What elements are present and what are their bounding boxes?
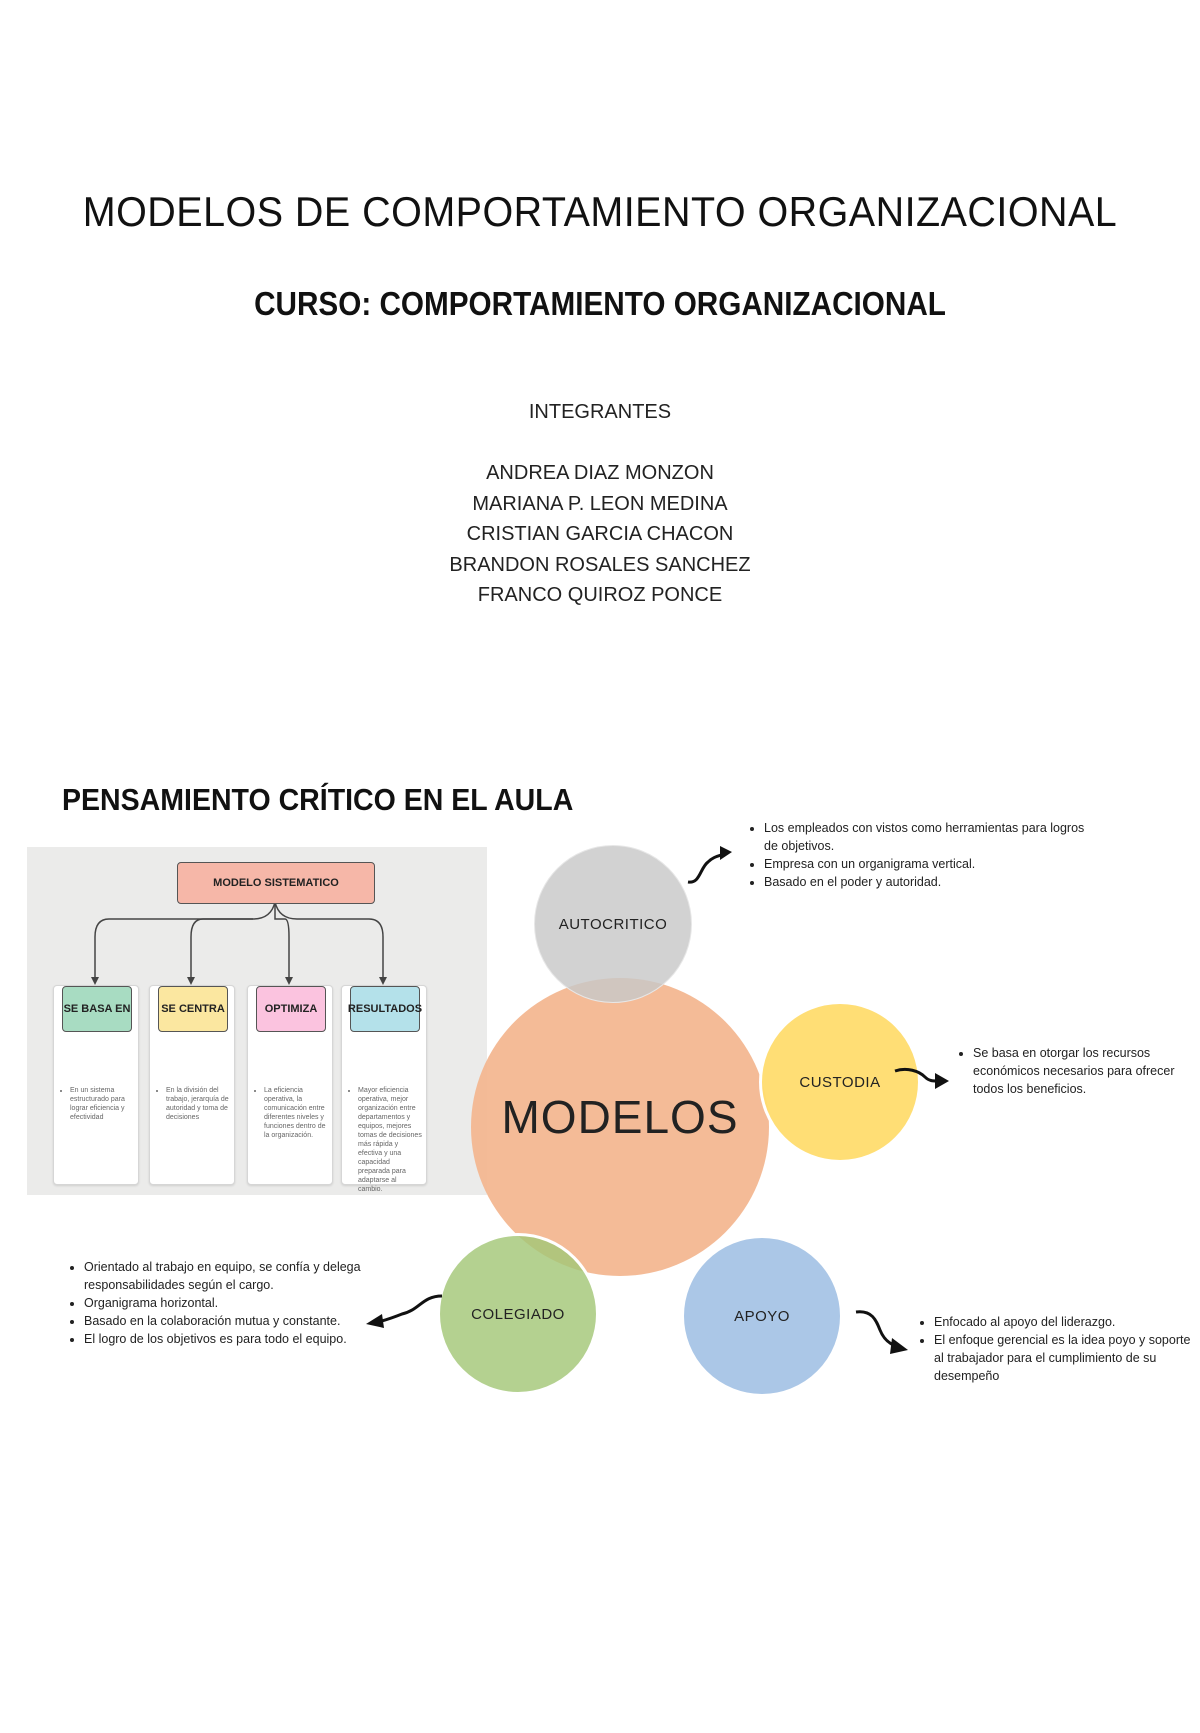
members-heading: INTEGRANTES [528,401,672,423]
document-title: MODELOS DE COMPORTAMIENTO ORGANIZACIONAL [82,188,1118,235]
arrow-autocritico [687,846,732,884]
members-list: ANDREA DIAZ MONZON MARIANA P. LEON MEDIN… [0,458,1200,611]
colegiado-label: COLEGIADO [471,1305,565,1323]
arrow-custodia [894,1067,949,1089]
custodia-label: CUSTODIA [799,1073,881,1091]
apoyo-label: APOYO [734,1307,790,1325]
card-notes: Mayor eficiencia operativa, mejor organi… [348,1086,422,1194]
note-item: Basado en el poder y autoridad. [764,873,1094,891]
card-note: En la división del trabajo, jerarquía de… [166,1086,230,1122]
course-title: CURSO: COMPORTAMIENTO ORGANIZACIONAL [254,285,946,322]
note-item: Enfocado al apoyo del liderazgo. [934,1313,1194,1331]
diagram-connectors [91,901,387,985]
card-header: SE CENTRA [158,986,228,1032]
note-item: Se basa en otorgar los recursos económic… [973,1044,1193,1098]
sistematico-card-se-basa-en: SE BASA EN En un sistema estructurado pa… [53,985,139,1185]
note-item: Orientado al trabajo en equipo, se confí… [84,1258,374,1294]
modelo-sistematico-box: MODELO SISTEMATICO [177,862,375,904]
member-name: MARIANA P. LEON MEDINA [472,492,728,515]
colegiado-notes: Orientado al trabajo en equipo, se confí… [66,1258,374,1348]
card-notes: En la división del trabajo, jerarquía de… [156,1086,230,1122]
note-item: Basado en la colaboración mutua y consta… [84,1312,374,1330]
member-name: BRANDON ROSALES SANCHEZ [449,553,751,576]
apoyo-circle: APOYO [681,1235,843,1397]
arrow-colegiado [366,1294,443,1328]
autocritico-notes: Los empleados con vistos como herramient… [746,819,1094,891]
card-notes: La eficiencia operativa, la comunicación… [254,1086,328,1140]
arrow-apoyo [855,1310,908,1354]
apoyo-notes: Enfocado al apoyo del liderazgo. El enfo… [916,1313,1194,1385]
card-notes: En un sistema estructurado para lograr e… [60,1086,134,1122]
sistematico-card-se-centra: SE CENTRA En la división del trabajo, je… [149,985,235,1185]
note-item: El logro de los objetivos es para todo e… [84,1330,374,1348]
card-note: La eficiencia operativa, la comunicación… [264,1086,328,1140]
colegiado-circle: COLEGIADO [437,1233,599,1395]
member-name: ANDREA DIAZ MONZON [486,462,714,484]
autocritico-circle: AUTOCRITICO [534,845,692,1003]
card-note: En un sistema estructurado para lograr e… [70,1086,134,1122]
note-item: Organigrama horizontal. [84,1294,374,1312]
custodia-circle: CUSTODIA [759,1001,921,1163]
custodia-notes: Se basa en otorgar los recursos económic… [955,1044,1193,1098]
sistematico-card-resultados: RESULTADOS Mayor eficiencia operativa, m… [341,985,427,1193]
note-item: Los empleados con vistos como herramient… [764,819,1094,855]
card-header: RESULTADOS [348,986,422,1032]
modelos-center-circle: MODELOS [471,978,769,1276]
member-name: FRANCO QUIROZ PONCE [477,584,723,606]
card-note: Mayor eficiencia operativa, mejor organi… [358,1086,422,1194]
note-item: Empresa con un organigrama vertical. [764,855,1094,873]
section-title: PENSAMIENTO CRÍTICO EN EL AULA [62,782,574,817]
card-header: OPTIMIZA [256,986,326,1032]
modelos-label: MODELOS [501,1091,739,1143]
note-item: El enfoque gerencial es la idea poyo y s… [934,1331,1194,1385]
modelo-sistematico-diagram: MODELO SISTEMATICO SE BASA EN En un sist… [27,847,487,1195]
autocritico-label: AUTOCRITICO [558,915,668,933]
card-header: SE BASA EN [62,986,132,1032]
member-name: CRISTIAN GARCIA CHACON [466,523,734,545]
sistematico-card-optimiza: OPTIMIZA La eficiencia operativa, la com… [247,985,333,1185]
